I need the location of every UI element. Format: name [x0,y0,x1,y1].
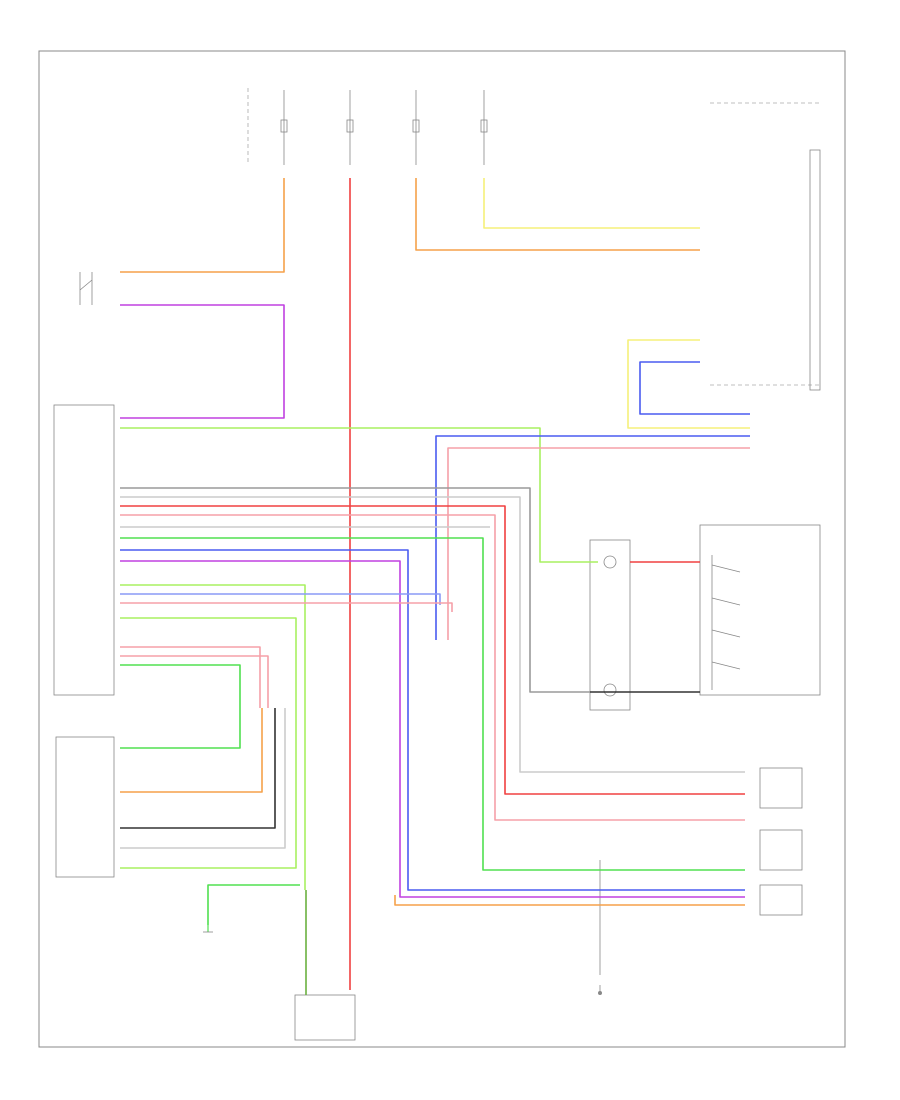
cruise-switch-block [699,524,821,696]
module-block-left [55,736,115,878]
wire-blue-mid [435,435,750,640]
wire-gray-q [120,708,276,829]
fuse-2 [346,90,354,165]
wire-pink-m [120,646,261,708]
wire-blue-g [120,549,745,891]
wire-green-f [120,537,745,871]
brake-switch-block [759,767,803,809]
clutch-switch-block [759,829,803,871]
wire-blue-right [639,361,750,415]
fuse-3 [412,90,420,165]
wire-red-c [120,505,745,795]
ground-icon-left [203,925,213,933]
wire-gray-r [120,708,286,849]
actuator-block [589,539,631,711]
wires-layer [120,178,750,995]
wire-gray-a [120,487,590,693]
speed-sensor-block [759,884,803,916]
fuse-4 [480,90,488,165]
actuator-coil-bottom [603,683,617,697]
wire-yellow-fuse4 [483,178,700,229]
wire-green-ecm-top [120,427,598,563]
vehicle-speed-sensor [294,994,356,1041]
cruise-switch-contacts [711,555,741,690]
instrument-cluster-block [809,149,821,391]
ground-icon-bottom [598,860,602,995]
wire-purple-h [120,560,745,898]
wire-bgreen-l [120,617,297,869]
wire-yellow-right [627,339,750,429]
wire-gray-b [120,496,745,773]
ecm-block [53,404,115,696]
wire-green-ground [207,884,300,925]
actuator-coil-top [603,555,617,569]
wire-green-i [120,584,306,890]
wire-blue-j [120,593,441,605]
main-switch-symbol [79,272,93,305]
wire-purple-switch [120,304,285,419]
wire-orange-s [394,895,745,906]
wire-pink-k [120,602,453,612]
wire-pink-n [120,655,269,708]
wire-orange-fuse3 [415,178,700,251]
fuse-1 [280,90,288,165]
wire-pink-mid [447,447,750,640]
wire-orange-fuse1 [120,178,285,273]
wire-pink-d [120,514,745,821]
wire-green-o [120,664,241,749]
wire-orange-p [120,708,263,793]
diagram-frame [38,50,846,1048]
